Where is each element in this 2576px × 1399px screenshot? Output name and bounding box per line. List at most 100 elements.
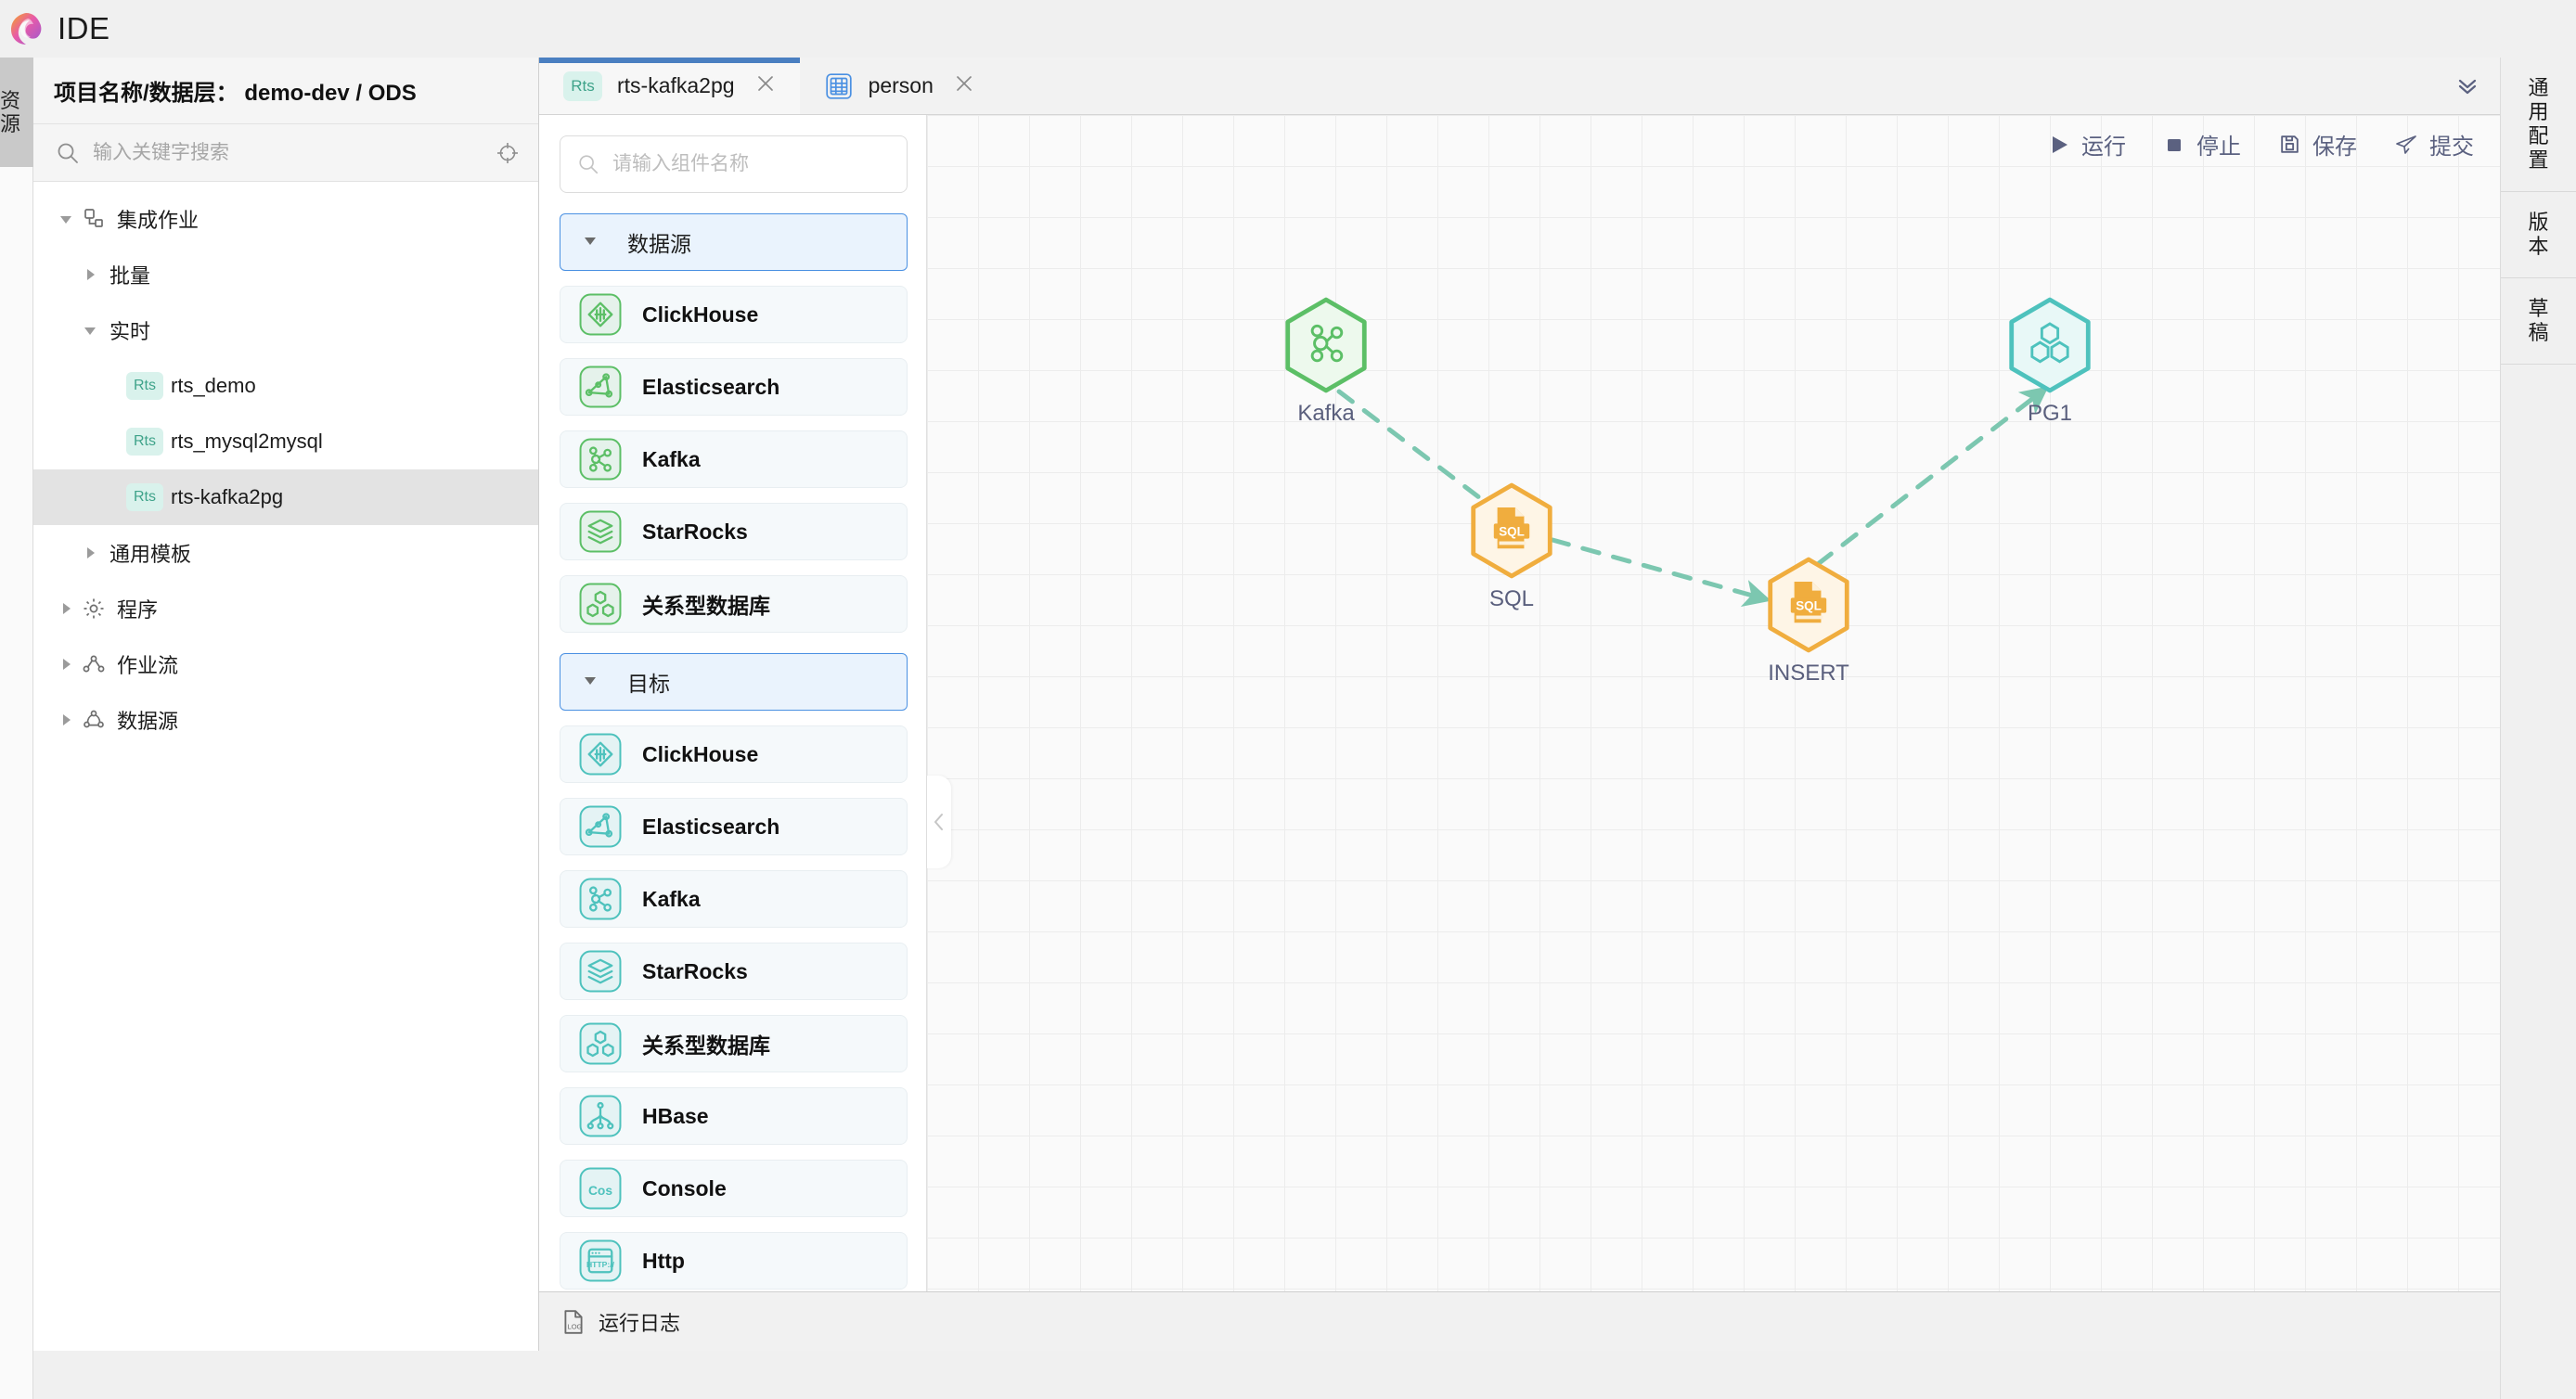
tabbar-right-actions [2452, 57, 2500, 114]
swirl-logo-icon [7, 10, 45, 47]
svg-text:Cos: Cos [588, 1184, 612, 1198]
palette-item-关系型数据库[interactable]: 关系型数据库 [560, 1015, 908, 1072]
tree-item-批量[interactable]: 批量 [33, 247, 538, 302]
right-rail-tab-char: 草 [2528, 296, 2550, 320]
clickhouse-icon [579, 293, 622, 336]
palette-item-Console[interactable]: Cos Console [560, 1160, 908, 1217]
tree-item-集成作业[interactable]: 集成作业 [33, 191, 538, 247]
tab-label: rts-kafka2pg [617, 73, 735, 97]
caret-down-icon[interactable] [78, 321, 102, 340]
close-icon[interactable] [755, 73, 776, 98]
flow-node-kafka[interactable]: Kafka [1270, 297, 1382, 427]
palette-item-关系型数据库[interactable]: 关系型数据库 [560, 575, 908, 633]
tree-item-通用模板[interactable]: 通用模板 [33, 525, 538, 581]
palette-item-Elasticsearch[interactable]: Elasticsearch [560, 358, 908, 416]
flow-node-insert[interactable]: SQL INSERT [1753, 557, 1864, 687]
log-file-icon: LOG [561, 1309, 586, 1335]
caret-right-icon[interactable] [54, 655, 78, 674]
rts-badge-icon: Rts [126, 483, 163, 511]
explorer-search-row[interactable] [33, 124, 538, 182]
palette-item-Http[interactable]: HTTP:// Http [560, 1232, 908, 1290]
palette-item-StarRocks[interactable]: StarRocks [560, 943, 908, 1000]
tree-item-作业流[interactable]: 作业流 [33, 636, 538, 692]
palette-item-label: StarRocks [642, 519, 748, 544]
tree-item-label: 集成作业 [117, 209, 200, 232]
rail-tab-resource[interactable]: 资源 [0, 58, 33, 167]
caret-right-icon[interactable] [78, 544, 102, 562]
kafka-node-icon [1282, 297, 1371, 393]
tree-item-程序[interactable]: 程序 [33, 581, 538, 636]
left-rail: 资源 [0, 58, 33, 1399]
tree-item-label: 通用模板 [109, 543, 192, 566]
palette-item-StarRocks[interactable]: StarRocks [560, 503, 908, 560]
app-title: IDE [58, 11, 110, 45]
palette-item-Elasticsearch[interactable]: Elasticsearch [560, 798, 908, 855]
flow-node-label: INSERT [1768, 661, 1849, 686]
kafka-icon [579, 438, 622, 481]
crosshair-icon[interactable] [496, 141, 520, 165]
submit-label: 提交 [2429, 135, 2474, 160]
starrocks-icon [579, 510, 622, 553]
right-rail-tab-char: 稿 [2528, 320, 2550, 344]
caret-right-icon[interactable] [54, 711, 78, 729]
search-input[interactable] [93, 141, 496, 164]
gear-icon [78, 597, 109, 621]
run-button[interactable]: 运行 [2048, 128, 2126, 160]
flow-edge-kafka-to-sql [1336, 389, 1511, 521]
tree-item-label: rts-kafka2pg [171, 485, 284, 508]
flow-edge-insert-to-pg1 [1815, 386, 2049, 567]
right-rail-tab-版本[interactable]: 版本 [2501, 192, 2576, 278]
page-title: 项目名称/数据层： demo-dev / ODS [54, 81, 417, 106]
palette-search-input[interactable] [612, 153, 890, 175]
close-icon[interactable] [954, 73, 974, 98]
tab-person[interactable]: person [800, 58, 998, 114]
caret-down-icon[interactable] [54, 210, 78, 228]
flow-canvas[interactable]: Kafka SQL SQL SQL [927, 115, 2500, 1291]
caret-right-icon[interactable] [78, 265, 102, 284]
tree-item-数据源[interactable]: 数据源 [33, 692, 538, 748]
flow-node-pg1[interactable]: PG1 [1994, 297, 2106, 427]
right-rail-tab-草稿[interactable]: 草稿 [2501, 278, 2576, 365]
palette-item-Kafka[interactable]: Kafka [560, 430, 908, 488]
palette-item-label: HBase [642, 1103, 709, 1128]
palette-item-label: Kafka [642, 886, 701, 911]
explorer-header: 项目名称/数据层： demo-dev / ODS [33, 58, 538, 124]
flow-node-sql[interactable]: SQL SQL [1456, 482, 1567, 612]
tree-item-label: rts_mysql2mysql [171, 430, 323, 453]
rdbms-icon [579, 1022, 622, 1065]
rts-badge-icon: Rts [126, 372, 163, 400]
palette-collapse-handle[interactable] [927, 776, 951, 868]
tree-item-rts-kafka2pg[interactable]: Rts rts-kafka2pg [33, 469, 538, 525]
palette-item-ClickHouse[interactable]: ClickHouse [560, 286, 908, 343]
editor-body: 数据源 ClickHouse Elasticsearch [539, 115, 2500, 1291]
palette-group-目标[interactable]: 目标 [560, 653, 908, 711]
send-icon [2394, 133, 2418, 157]
palette-search-box[interactable] [560, 135, 908, 193]
starrocks-icon [579, 950, 622, 993]
console-icon: Cos [579, 1167, 622, 1210]
right-rail-tab-通用配置[interactable]: 通用配置 [2501, 58, 2576, 192]
stop-button[interactable]: 停止 [2163, 128, 2241, 160]
submit-button[interactable]: 提交 [2394, 128, 2474, 160]
chevron-double-down-icon[interactable] [2452, 70, 2483, 101]
app-bar: IDE [0, 0, 2576, 58]
elasticsearch-icon [579, 805, 622, 848]
right-rail-tab-char: 用 [2528, 99, 2550, 123]
run-log-bar[interactable]: LOG 运行日志 [539, 1291, 2500, 1351]
palette-item-ClickHouse[interactable]: ClickHouse [560, 725, 908, 783]
save-label: 保存 [2312, 135, 2357, 160]
right-rail-tab-char: 本 [2528, 234, 2550, 258]
palette-item-Kafka[interactable]: Kafka [560, 870, 908, 928]
datasource-icon [78, 708, 109, 732]
svg-text:HTTP://: HTTP:// [586, 1260, 615, 1269]
palette-item-HBase[interactable]: HBase [560, 1087, 908, 1145]
palette-group-数据源[interactable]: 数据源 [560, 213, 908, 271]
caret-right-icon[interactable] [54, 599, 78, 618]
tree-item-实时[interactable]: 实时 [33, 302, 538, 358]
save-button[interactable]: 保存 [2278, 128, 2357, 160]
